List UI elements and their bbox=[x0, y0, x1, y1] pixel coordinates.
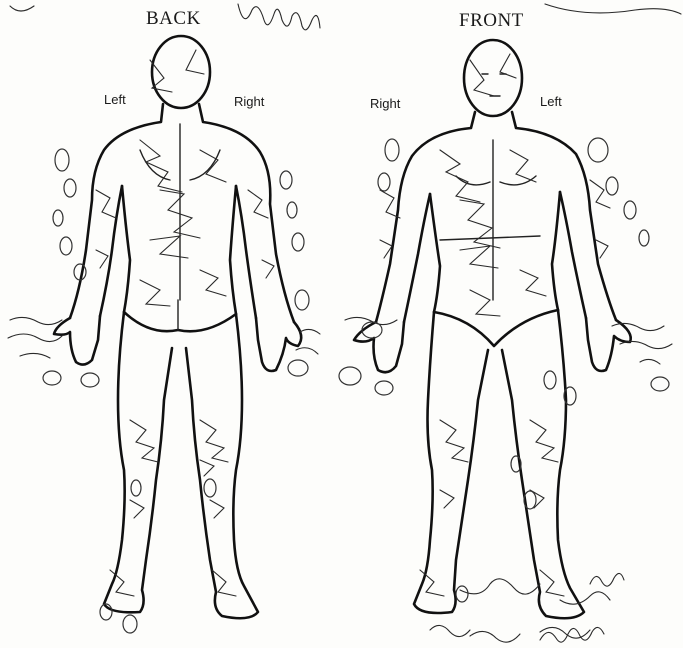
handwriting-bottom bbox=[0, 0, 683, 648]
body-diagram-sheet: BACK FRONT Left Right Right Left bbox=[0, 0, 683, 648]
